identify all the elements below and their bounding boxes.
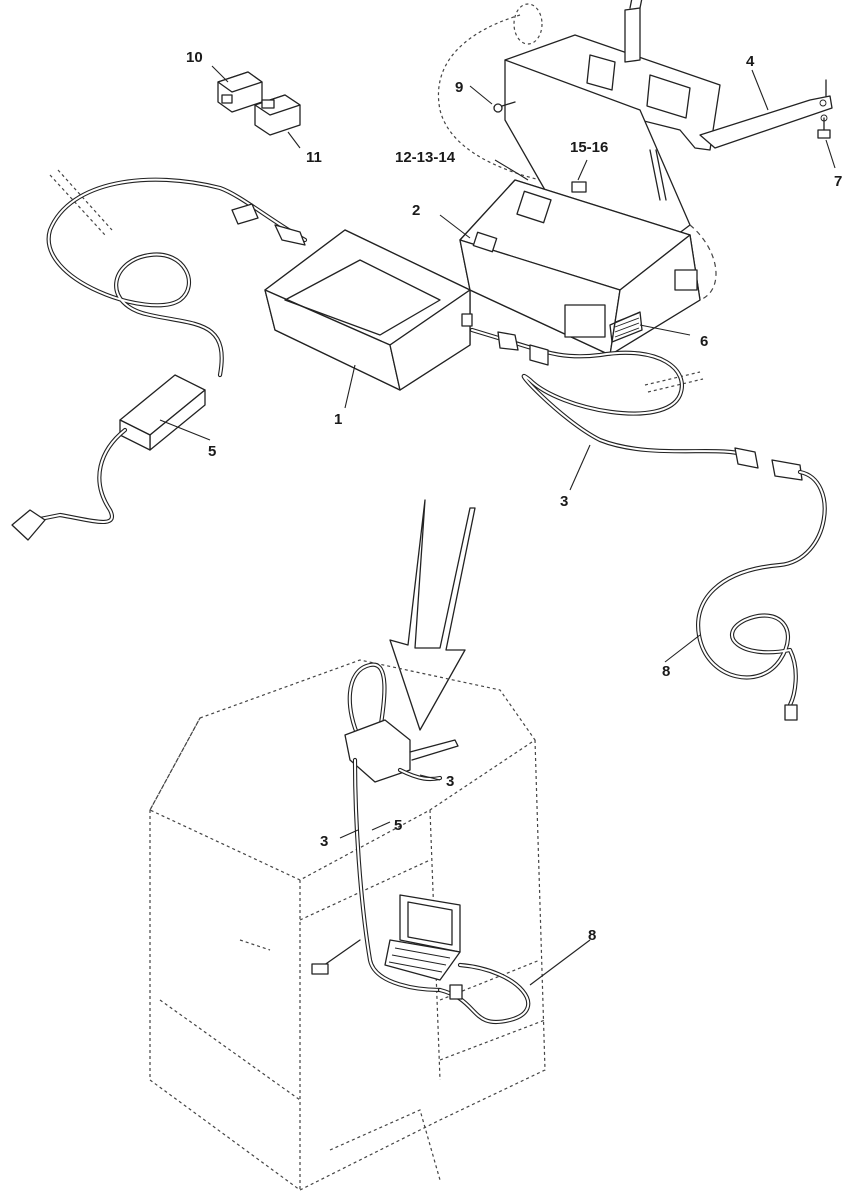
power-cable-5 (11, 169, 308, 541)
leader-lines (159, 65, 836, 986)
callout-3-lower-right: 3 (446, 773, 454, 790)
callout-3-lower-left: 3 (320, 833, 328, 850)
callout-15-16: 15-16 (570, 139, 608, 156)
enclosure-box (459, 179, 717, 356)
installed-assembly (311, 662, 531, 1024)
callout-4: 4 (746, 53, 755, 70)
callout-8-top-right: 8 (662, 663, 670, 680)
callout-3-right: 3 (560, 493, 568, 510)
screw-9 (493, 101, 516, 113)
adapter-11 (254, 94, 301, 136)
callout-6: 6 (700, 333, 708, 350)
callout-12-13-14: 12-13-14 (395, 149, 456, 166)
screw-7 (817, 114, 831, 139)
callout-7-label: 7 (834, 173, 842, 190)
callout-2: 2 (412, 202, 420, 219)
arrow (389, 499, 476, 731)
main-unit (264, 229, 473, 391)
callout-1: 1 (334, 411, 342, 428)
callout-5-bottom: 5 (394, 817, 402, 834)
callout-5-top: 5 (208, 443, 216, 460)
adapter-10 (217, 71, 263, 113)
callout-8-bottom: 8 (588, 927, 596, 944)
callout-9: 9 (455, 79, 463, 96)
mounting-bracket (437, 0, 833, 181)
callouts: 10 11 9 12-13-14 15-16 4 7 2 6 1 5 3 3 3 (186, 49, 842, 850)
callout-10: 10 (186, 49, 203, 66)
vehicle-cab (149, 659, 546, 1191)
data-cable-3 (469, 327, 803, 481)
cable-8 (696, 469, 827, 721)
callout-11: 11 (306, 149, 322, 166)
